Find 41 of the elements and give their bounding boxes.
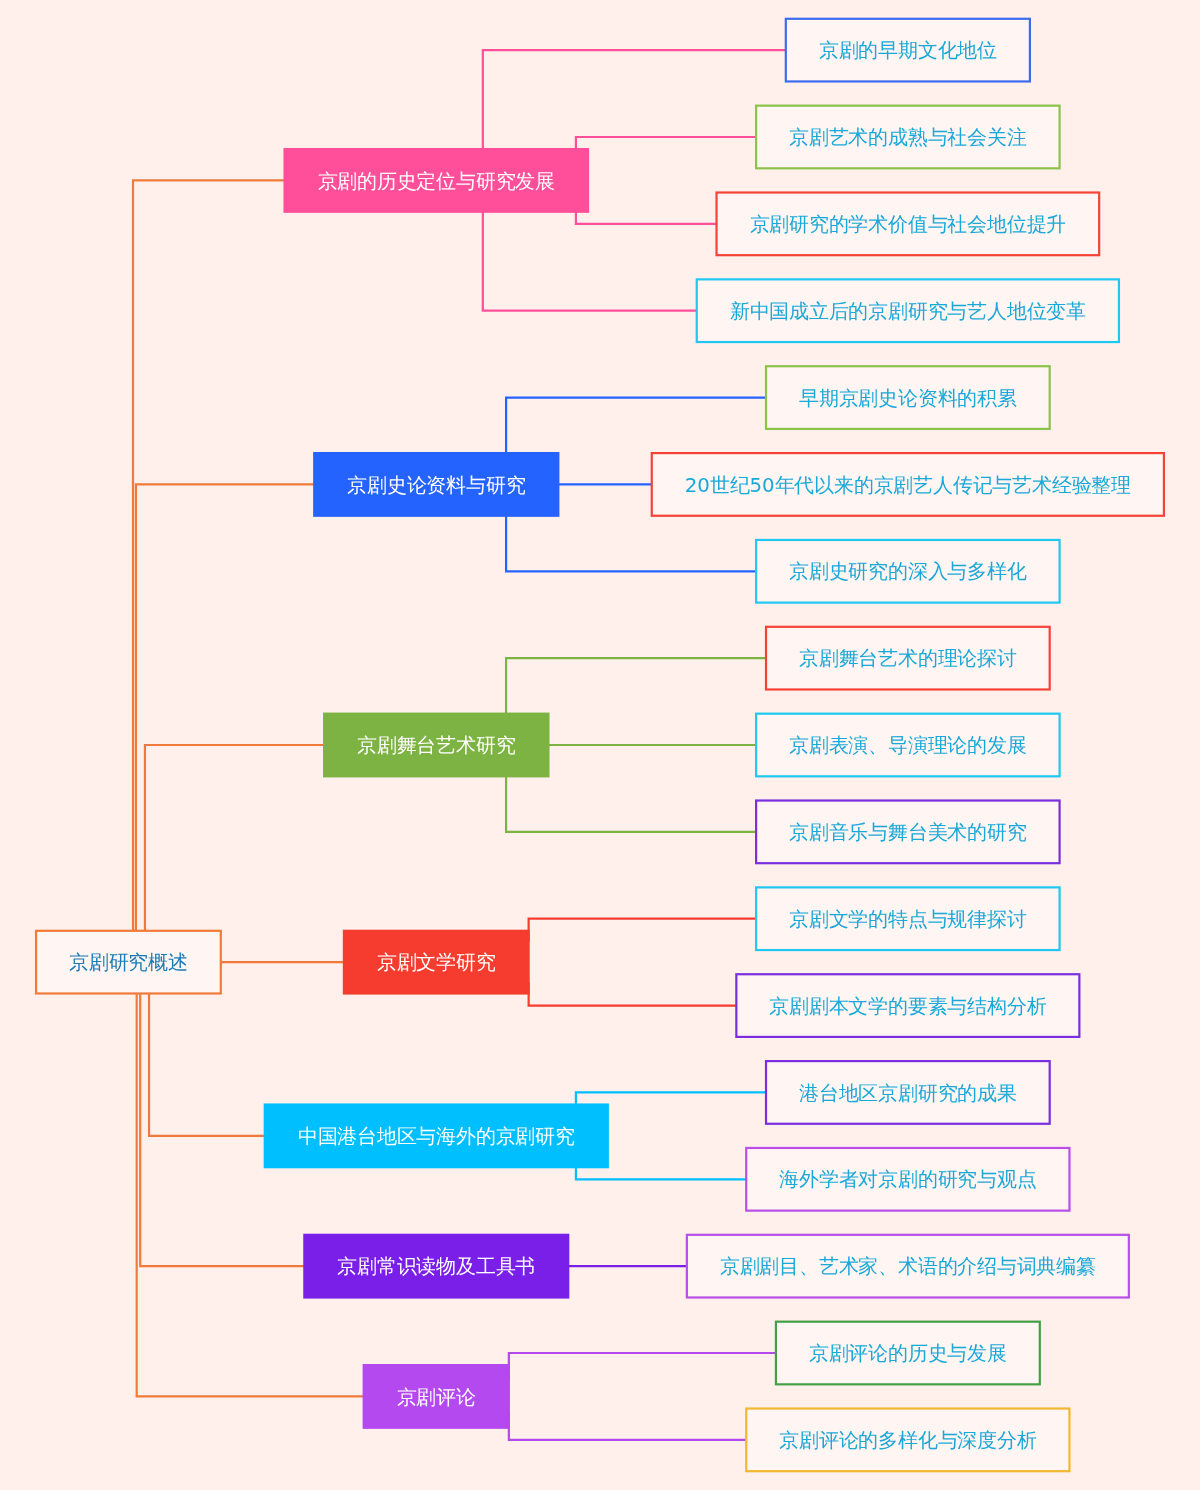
- connector: [135, 993, 364, 1398]
- node-box: 海外学者对京剧的研究与观点: [745, 1146, 1071, 1212]
- node-box: 京剧的历史定位与研究发展: [283, 148, 590, 213]
- connector: [131, 179, 285, 931]
- connector: [505, 515, 757, 573]
- node-box: 京剧舞台艺术的理论探讨: [764, 625, 1051, 691]
- node-box: 新中国成立后的京剧研究与艺人地位变革: [695, 278, 1121, 344]
- node-box: 京剧史论资料与研究: [313, 452, 560, 517]
- node-box: 京剧剧本文学的要素与结构分析: [735, 973, 1081, 1038]
- connector: [505, 396, 766, 454]
- node-box: 京剧评论: [362, 1364, 510, 1429]
- connector: [481, 49, 786, 150]
- node-box: 港台地区京剧研究的成果: [764, 1060, 1051, 1125]
- node-box: 京剧的早期文化地位: [784, 17, 1031, 83]
- node-box: 早期京剧史论资料的积累: [764, 365, 1051, 430]
- node-box: 京剧研究概述: [34, 929, 222, 995]
- connector: [139, 993, 305, 1268]
- connector: [505, 657, 766, 714]
- connector: [134, 483, 315, 931]
- node-box: 京剧文学的特点与规律探讨: [755, 886, 1061, 952]
- node-box: 京剧剧目、艺术家、术语的介绍与词典编纂: [685, 1233, 1130, 1299]
- node-box: 京剧研究的学术价值与社会地位提升: [715, 191, 1101, 257]
- connector: [574, 211, 717, 225]
- connector: [574, 1091, 766, 1105]
- connector: [143, 743, 325, 931]
- node-box: 京剧舞台艺术研究: [323, 712, 550, 778]
- node-box: 京剧常识读物及工具书: [303, 1233, 570, 1299]
- connector: [147, 993, 265, 1137]
- node-box: 京剧文学研究: [342, 929, 530, 995]
- node-box: 京剧表演、导演理论的发展: [755, 712, 1061, 778]
- node-box: 京剧评论的历史与发展: [774, 1320, 1041, 1386]
- node-box: 京剧评论的多样化与深度分析: [745, 1407, 1071, 1473]
- connector: [505, 776, 757, 833]
- node-box: 京剧史研究的深入与多样化: [755, 538, 1061, 604]
- node-box: 京剧音乐与舞台美术的研究: [755, 799, 1061, 865]
- connector: [481, 211, 697, 312]
- connector: [574, 135, 757, 150]
- node-box: 20世纪50年代以来的京剧艺人传记与艺术经验整理: [650, 452, 1166, 517]
- node-box: 京剧艺术的成熟与社会关注: [755, 104, 1061, 170]
- node-box: 中国港台地区与海外的京剧研究: [263, 1103, 609, 1169]
- connector: [574, 1167, 747, 1181]
